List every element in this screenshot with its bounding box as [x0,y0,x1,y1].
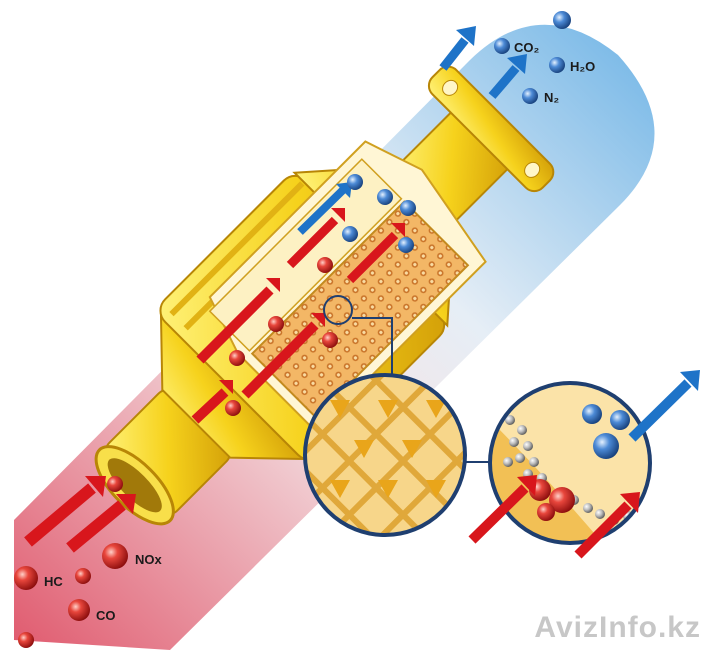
pollutant-molecule-icon [75,568,91,584]
hc-label: HC [44,574,63,589]
clean-molecule-icon [494,38,510,54]
pollutant-molecule-icon [107,476,123,492]
outflow-arrow-icon [632,370,700,438]
clean-molecule-icon [549,57,565,73]
n2-label: N₂ [544,90,559,105]
clean-molecule-icon [553,11,571,29]
co-label: CO [96,608,116,623]
pollutant-molecule-icon [102,543,128,569]
pollutant-molecule-icon [18,632,34,648]
nox-label: NOx [135,552,163,567]
h2o-label: H₂O [570,59,595,74]
clean-molecule-icon [522,88,538,104]
magnifier-reaction [488,380,658,560]
watermark: AvizInfo.kz [534,611,701,645]
pollutant-molecule-icon [68,599,90,621]
co2-label: CO₂ [514,40,540,55]
pollutant-molecule-icon [14,566,38,590]
